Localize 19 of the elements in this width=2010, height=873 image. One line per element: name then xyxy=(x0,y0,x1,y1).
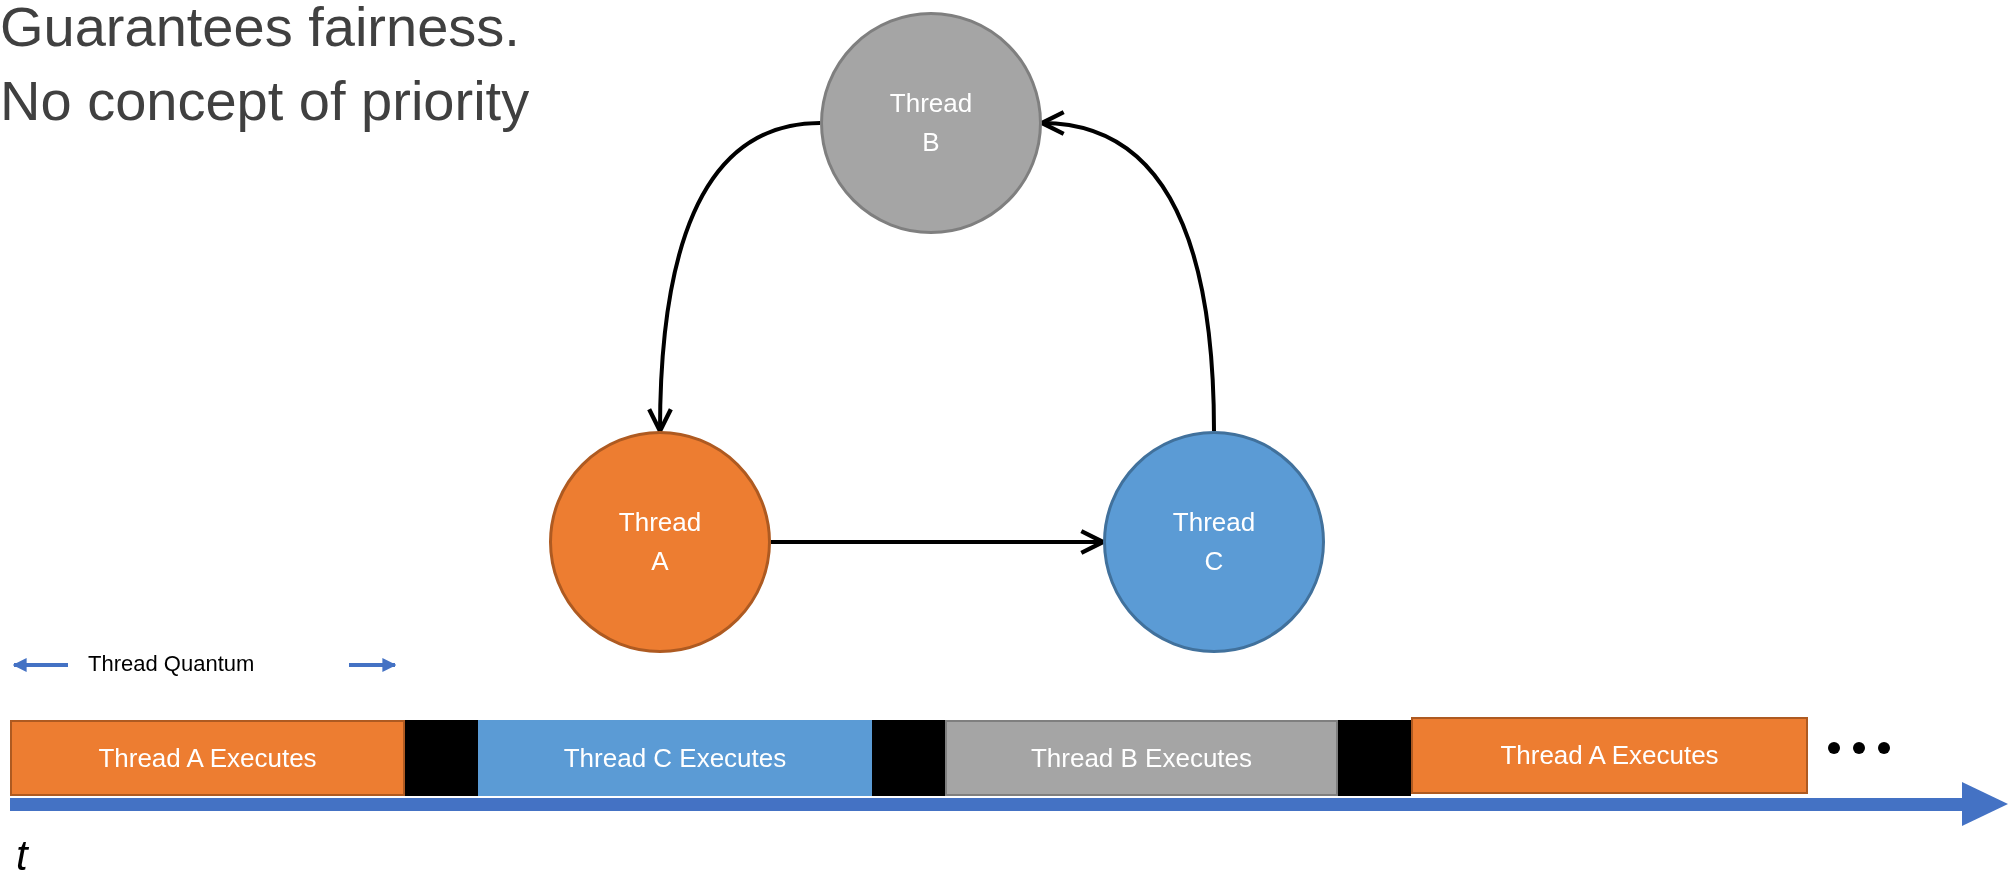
context-switch-bar xyxy=(1338,720,1411,796)
dimension-label: Thread Quantum xyxy=(88,651,255,677)
context-switch-bar xyxy=(405,720,478,796)
execution-bar xyxy=(1411,717,1808,794)
execution-bar xyxy=(478,720,872,796)
context-switch-bar xyxy=(872,720,945,796)
node-label: Thread C xyxy=(1171,506,1257,578)
node-label: Thread B xyxy=(888,87,974,159)
execution-bar xyxy=(945,720,1338,796)
bullet-text: No concept of priority xyxy=(0,68,530,133)
axis-label: t xyxy=(16,832,28,873)
execution-bar xyxy=(10,720,405,796)
node-label: Thread A xyxy=(617,506,703,578)
node-label: Thread A Executes xyxy=(1500,739,1719,772)
arrow xyxy=(647,121,821,434)
node-label: Thread C Executes xyxy=(563,741,787,775)
bullet-text: Guarantees fairness. xyxy=(0,0,520,59)
node-label: Thread B Executes xyxy=(1030,741,1253,775)
node-label: Thread A Executes xyxy=(98,741,317,775)
